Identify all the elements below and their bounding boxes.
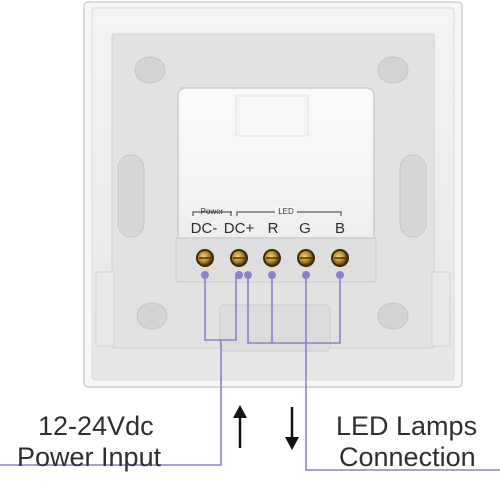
up-arrow-icon (233, 405, 247, 448)
side-slot-left (117, 154, 145, 238)
clip-left (95, 271, 115, 347)
power-group-bracket (192, 211, 232, 216)
mount-hole-bottom-left (136, 302, 168, 330)
mount-hole-top-left (134, 56, 166, 84)
terminal-screw-r (263, 249, 281, 267)
terminal-label-dc-minus: DC- (191, 220, 218, 237)
side-slot-right (399, 154, 427, 238)
terminal-screw-b (331, 249, 349, 267)
power-input-caption-line1: 12-24Vdc (38, 411, 154, 441)
terminal-label-b: B (335, 220, 345, 237)
terminal-screw-g (297, 249, 315, 267)
led-group-label: LED (278, 207, 294, 216)
terminal-label-g: G (299, 220, 311, 237)
mount-hole-top-right (377, 56, 409, 84)
down-arrow-icon (285, 407, 299, 450)
terminal-screw-dc-plus (230, 249, 248, 267)
power-input-caption-line2: Power Input (17, 442, 162, 472)
led-label-bg (275, 207, 297, 216)
led-connection-caption-line2: Connection (339, 442, 476, 472)
terminal-screw-dc-minus (196, 249, 214, 267)
led-connection-caption-line1: LED Lamps (336, 411, 478, 441)
controller-label-area (235, 95, 309, 137)
terminal-label-dc-plus: DC+ (224, 220, 255, 237)
terminal-label-r: R (268, 220, 279, 237)
mount-hole-bottom-right (377, 302, 409, 330)
power-group-label: Power (201, 207, 224, 216)
power-wires (0, 275, 237, 466)
led-wires (247, 275, 500, 471)
clip-right (431, 271, 451, 347)
